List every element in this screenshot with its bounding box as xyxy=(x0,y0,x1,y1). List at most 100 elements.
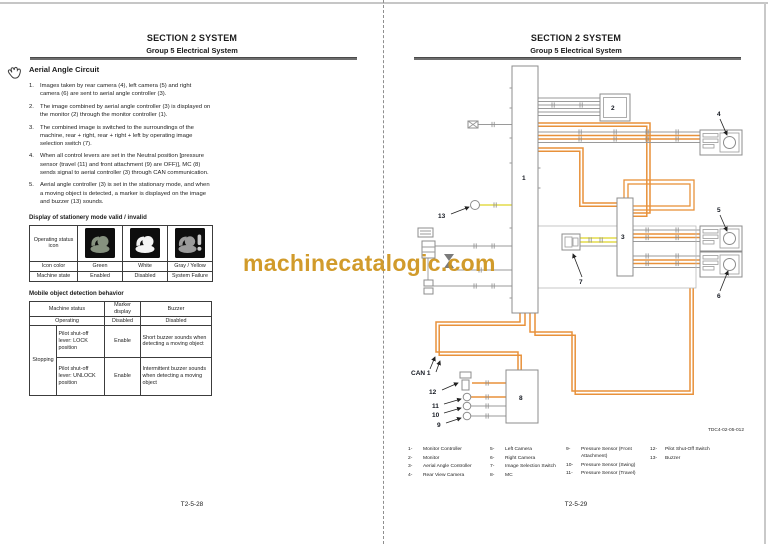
excavator-failure-icon xyxy=(178,234,202,254)
list-number: 5. xyxy=(29,182,34,189)
legend-item: 13-Buzzer xyxy=(650,455,681,461)
manual-page-right: SECTION 2 SYSTEM Group 5 Electrical Syst… xyxy=(384,0,768,544)
svg-text:8: 8 xyxy=(519,395,523,402)
table-cell: Pilot shut-off lever: UNLOCK position xyxy=(57,357,105,396)
legend-item: 11-Pressure Sensor (Travel) xyxy=(566,471,636,477)
legend-item: 6-Right Camera xyxy=(490,455,536,461)
aerial-angle-circuit-diagram: 1 2 3 4 5 6 xyxy=(411,65,743,429)
table-header-cell: Marker display xyxy=(105,301,141,317)
list-item: 4. When all control levers are set in th… xyxy=(29,152,217,176)
left-components-wires xyxy=(427,121,512,290)
icon-tile xyxy=(85,228,115,259)
legend-column: 5-Left Camera 6-Right Camera 7-Image Sel… xyxy=(490,446,566,480)
rear-camera-wires xyxy=(538,128,700,143)
svg-text:4: 4 xyxy=(717,111,721,118)
legend-item: 1-Monitor Controller xyxy=(408,447,462,452)
legend-item: 2-Monitor xyxy=(408,455,440,461)
figure-code: TDC4-02-05-012 xyxy=(708,428,744,433)
sensor-wires xyxy=(470,379,506,420)
monitor-wires xyxy=(538,97,600,116)
table-header-cell: Machine status xyxy=(30,301,105,317)
mc-box: 8 xyxy=(505,369,539,424)
table-cell: Intermittent buzzer sounds when detectin… xyxy=(141,357,212,396)
legend-item: 3-Aerial Angle Controller xyxy=(408,464,472,470)
icon-tile xyxy=(130,228,160,259)
page-divider-dashed xyxy=(383,0,384,544)
list-item: 1. Images taken by rear camera (4), left… xyxy=(29,82,217,98)
svg-text:9: 9 xyxy=(437,422,441,429)
list-text: The image combined by aerial angle contr… xyxy=(40,103,211,118)
rear-view-camera: 4 xyxy=(699,111,743,156)
manual-page-left: SECTION 2 SYSTEM Group 5 Electrical Syst… xyxy=(7,33,357,508)
list-text: Images taken by rear camera (4), left ca… xyxy=(40,83,192,98)
image-selection-switch: 7 xyxy=(561,233,583,286)
spread-top-border xyxy=(0,2,768,4)
right-camera-wires xyxy=(633,252,700,268)
header-rule xyxy=(30,57,357,61)
top-connector xyxy=(467,120,479,129)
list-number: 4. xyxy=(29,153,34,160)
svg-text:5: 5 xyxy=(717,207,721,214)
group-header: Group 5 Electrical System xyxy=(146,46,238,55)
excavator-disabled-icon xyxy=(135,236,155,254)
svg-text:7: 7 xyxy=(579,279,583,286)
left-camera: 5 xyxy=(699,207,743,252)
page-number: T2-5-28 xyxy=(180,501,204,508)
table-cell: Disabled xyxy=(105,316,141,326)
icon-tile xyxy=(175,228,205,259)
monitor-controller-box: 1 xyxy=(509,65,541,314)
legend-column: 12-Pilot Shut-Off Switch 13-Buzzer xyxy=(650,446,742,463)
legend-item: 5-Left Camera xyxy=(490,447,532,452)
table-row-label: Icon color xyxy=(30,261,78,272)
table1-caption: Display of stationery mode valid / inval… xyxy=(29,213,147,221)
right-camera: 6 xyxy=(699,251,743,300)
svg-text:6: 6 xyxy=(717,293,721,300)
can1-label: CAN 1 xyxy=(411,356,441,377)
list-number: 3. xyxy=(29,124,34,131)
list-text: Aerial angle controller (3) is set in th… xyxy=(40,182,210,205)
table-cell: White xyxy=(123,261,168,272)
hand-grab-cursor-icon xyxy=(7,66,21,79)
legend-column: 9-Pressure Sensor (Front Attachment) 10-… xyxy=(566,446,646,479)
svg-text:12: 12 xyxy=(429,389,437,396)
object-detection-table: Machine status Marker display Buzzer Ope… xyxy=(29,300,212,396)
page-number: T2-5-29 xyxy=(564,501,588,508)
svg-text:11: 11 xyxy=(432,403,439,410)
svg-text:1: 1 xyxy=(522,175,526,182)
stationary-mode-table: Operating status icon xyxy=(29,224,213,282)
legend-item: 10-Pressure Sensor (Swing) xyxy=(566,462,636,468)
spread-right-border xyxy=(764,2,766,544)
table-header-cell: Buzzer xyxy=(141,301,212,317)
list-text: When all control levers are set in the N… xyxy=(40,153,209,176)
legend-item: 9-Pressure Sensor (Front Attachment) xyxy=(566,447,632,460)
table-row-label: Stopping xyxy=(30,325,57,396)
table-cell: Green xyxy=(78,261,123,272)
list-item: 2. The image combined by aerial angle co… xyxy=(29,103,217,119)
excavator-enabled-icon xyxy=(90,236,110,254)
status-icon-cell xyxy=(168,225,213,262)
table-row-label: Machine state xyxy=(30,271,78,282)
list-text: The combined image is switched to the su… xyxy=(40,124,194,147)
table-cell: Pilot shut-off lever: LOCK position xyxy=(57,325,105,358)
section-header: SECTION 2 SYSTEM xyxy=(530,33,622,43)
table-cell: Short buzzer sounds when detecting a mov… xyxy=(141,325,212,358)
left-camera-wires xyxy=(633,226,700,242)
buzzer: 13 xyxy=(438,200,480,220)
list-item: 3. The combined image is switched to the… xyxy=(29,124,217,148)
list-item: 5. Aerial angle controller (3) is set in… xyxy=(29,181,217,205)
exclamation-mark xyxy=(197,234,202,252)
header-rule xyxy=(414,57,741,61)
section-header: SECTION 2 SYSTEM xyxy=(146,33,238,43)
can-bus-wires xyxy=(435,288,694,395)
relay-components xyxy=(417,227,454,295)
legend-item: 8-MC xyxy=(490,472,513,478)
pilot-shutoff-switch: 12 xyxy=(429,371,472,396)
list-number: 2. xyxy=(29,103,34,110)
table-cell: Enable xyxy=(105,325,141,358)
table-cell: Operating xyxy=(30,316,105,326)
buzzer-wire xyxy=(479,201,512,209)
svg-text:13: 13 xyxy=(438,213,446,220)
table-cell: Gray / Yellow xyxy=(168,261,213,272)
status-icon-cell xyxy=(123,225,168,262)
body-text: 1. Images taken by rear camera (4), left… xyxy=(29,82,217,396)
